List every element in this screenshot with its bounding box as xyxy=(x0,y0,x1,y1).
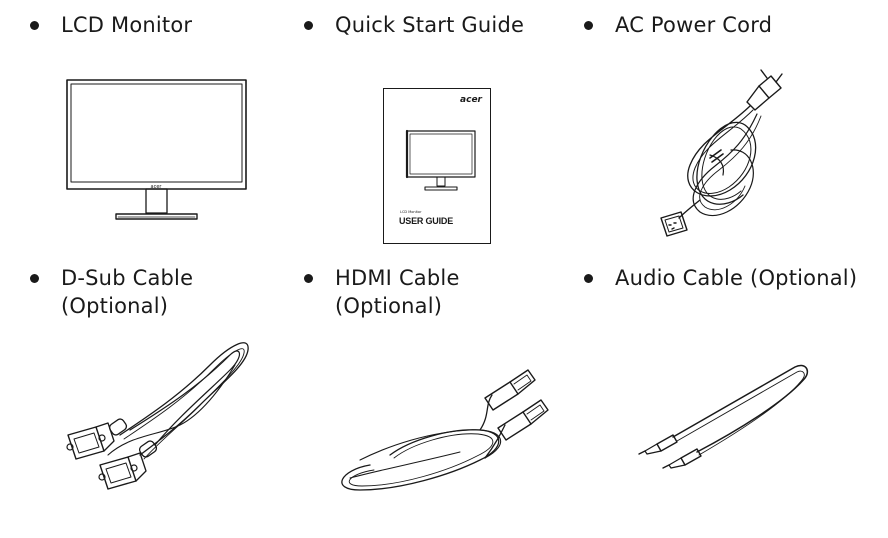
d-sub-connector-2 xyxy=(98,452,147,490)
item-label-lcd-monitor: LCD Monitor xyxy=(61,13,193,37)
quick-start-guide-booklet: acer LCD Monitor USER GUIDE xyxy=(383,88,491,244)
bullet xyxy=(30,274,39,283)
audio-cable-illustration xyxy=(638,364,809,469)
bullet xyxy=(304,274,313,283)
item-label-quick-start-guide: Quick Start Guide xyxy=(335,13,525,37)
hdmi-connector-2 xyxy=(497,399,549,441)
item-label-hdmi-optional: (Optional) xyxy=(335,294,443,318)
lcd-monitor-illustration: acer xyxy=(66,79,247,220)
bullet xyxy=(30,21,39,30)
guide-small-text: LCD Monitor xyxy=(400,210,422,214)
item-label-d-sub-optional: (Optional) xyxy=(61,294,169,318)
ac-power-cord-illustration xyxy=(660,69,783,237)
iec-connector xyxy=(660,211,688,237)
bullet xyxy=(584,21,593,30)
guide-title: USER GUIDE xyxy=(399,216,454,226)
audio-jack-2 xyxy=(662,448,702,469)
item-label-hdmi-cable: HDMI Cable xyxy=(335,266,460,290)
bullet xyxy=(304,21,313,30)
guide-monitor-image xyxy=(405,129,476,191)
audio-jack-1 xyxy=(638,434,678,455)
item-label-d-sub-cable: D-Sub Cable xyxy=(61,266,194,290)
d-sub-connector-1 xyxy=(66,422,115,460)
item-label-audio-cable: Audio Cable (Optional) xyxy=(615,266,858,290)
d-sub-cable-illustration xyxy=(66,342,249,490)
monitor-brand-text: acer xyxy=(151,184,163,190)
hdmi-cable-illustration xyxy=(341,369,549,491)
item-label-ac-power-cord: AC Power Cord xyxy=(615,13,773,37)
hdmi-connector-1 xyxy=(484,369,536,411)
bullet xyxy=(584,274,593,283)
guide-brand-logo: acer xyxy=(460,95,482,105)
power-plug xyxy=(746,69,783,111)
